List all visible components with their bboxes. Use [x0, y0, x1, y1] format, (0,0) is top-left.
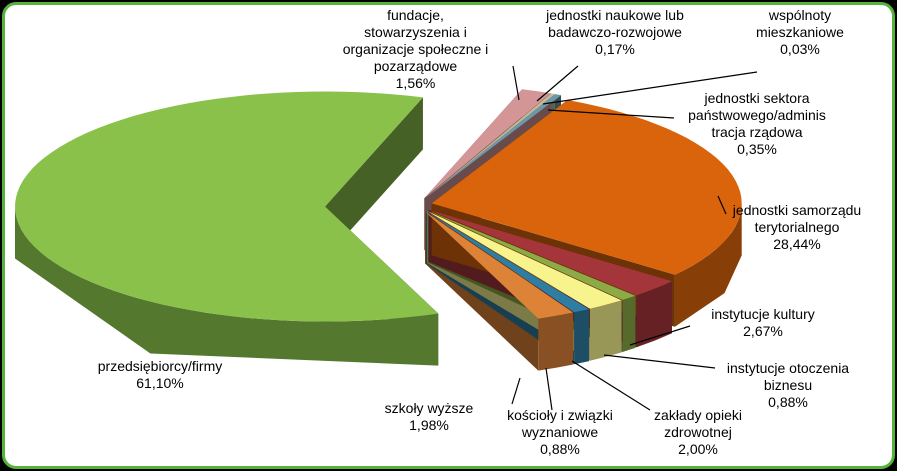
- leader-line: [603, 354, 716, 369]
- leader-line: [545, 367, 553, 411]
- leader-line: [542, 71, 758, 105]
- label-sektor: jednostki sektora państwowego/adminis tr…: [688, 90, 826, 157]
- slice-zak-ady-opieki-zdrowotnej: [426, 210, 622, 309]
- slice-rim-szko-y-wy-sze: [538, 312, 574, 371]
- slice-jednostki-sektora-pa-stwowego-adminis-tracja-rz-dowa: [425, 94, 561, 199]
- label-naukowe: jednostki naukowe lub badawczo-rozwojowe…: [546, 7, 684, 57]
- leader-line: [629, 325, 691, 346]
- leader-line: [547, 109, 675, 119]
- slice-rim-instytucje-kultury: [636, 281, 672, 348]
- leader-line: [512, 65, 520, 101]
- label-kultura: instytucje kultury 2,67%: [711, 306, 815, 339]
- slice-rim-instytucje-otoczenia-biznesu: [622, 295, 636, 352]
- label-wspolnoty: wspólnoty mieszkaniowe 0,03%: [756, 7, 844, 57]
- slice-rim-ko-cio-y-i-zwi-zki-wyznaniowe: [574, 309, 589, 365]
- slice-rim-jednostki-samorz-du-terytorialnego: [674, 203, 742, 327]
- slice-instytucje-kultury: [428, 209, 672, 296]
- leader-line: [536, 65, 579, 102]
- slice-fundacje-stowarzyszenia-i-organizacje-spo-eczne-i-pozarz-dowe: [424, 89, 551, 199]
- label-samorzad: jednostki samorządu terytorialnego 28,44…: [732, 202, 862, 252]
- slice-jednostki-naukowe-lub-badawczo-rozwojowe: [424, 93, 555, 199]
- leader-line: [511, 377, 521, 405]
- label-zdrowie: zakłady opieki zdrowotnej 2,00%: [654, 407, 742, 457]
- slice-szko-y-wy-sze: [425, 211, 574, 319]
- leader-line: [717, 195, 727, 215]
- slice-rim-przedsi-biorcy-firmy: [15, 206, 439, 366]
- slice-przedsi-biorcy-firmy: [15, 91, 439, 322]
- slice-jednostki-samorz-du-terytorialnego: [431, 100, 742, 275]
- slice-wsp-lnoty-mieszkaniowe: [425, 93, 555, 199]
- label-szkoly: szkoły wyższe 1,98%: [384, 400, 474, 433]
- label-otoczenie: instytucje otoczenia biznesu 0,88%: [726, 360, 850, 410]
- label-fundacje: fundacje, stowarzyszenia i organizacje s…: [342, 7, 489, 91]
- leader-lines: [511, 65, 758, 411]
- slice-cut-przedsi-biorcy-firmy-1: [325, 97, 423, 259]
- slice-ko-cio-y-i-zwi-zki-wyznaniowe: [426, 211, 589, 313]
- leader-line: [571, 360, 651, 411]
- slice-rim-zak-ady-opieki-zdrowotnej: [589, 300, 622, 361]
- pie-tops: [15, 89, 742, 322]
- label-firmy: przedsiębiorcy/firmy 61,10%: [97, 358, 223, 391]
- slice-instytucje-otoczenia-biznesu: [427, 210, 636, 300]
- label-koscioly: kościoły i związki wyznaniowe 0,88%: [507, 407, 613, 457]
